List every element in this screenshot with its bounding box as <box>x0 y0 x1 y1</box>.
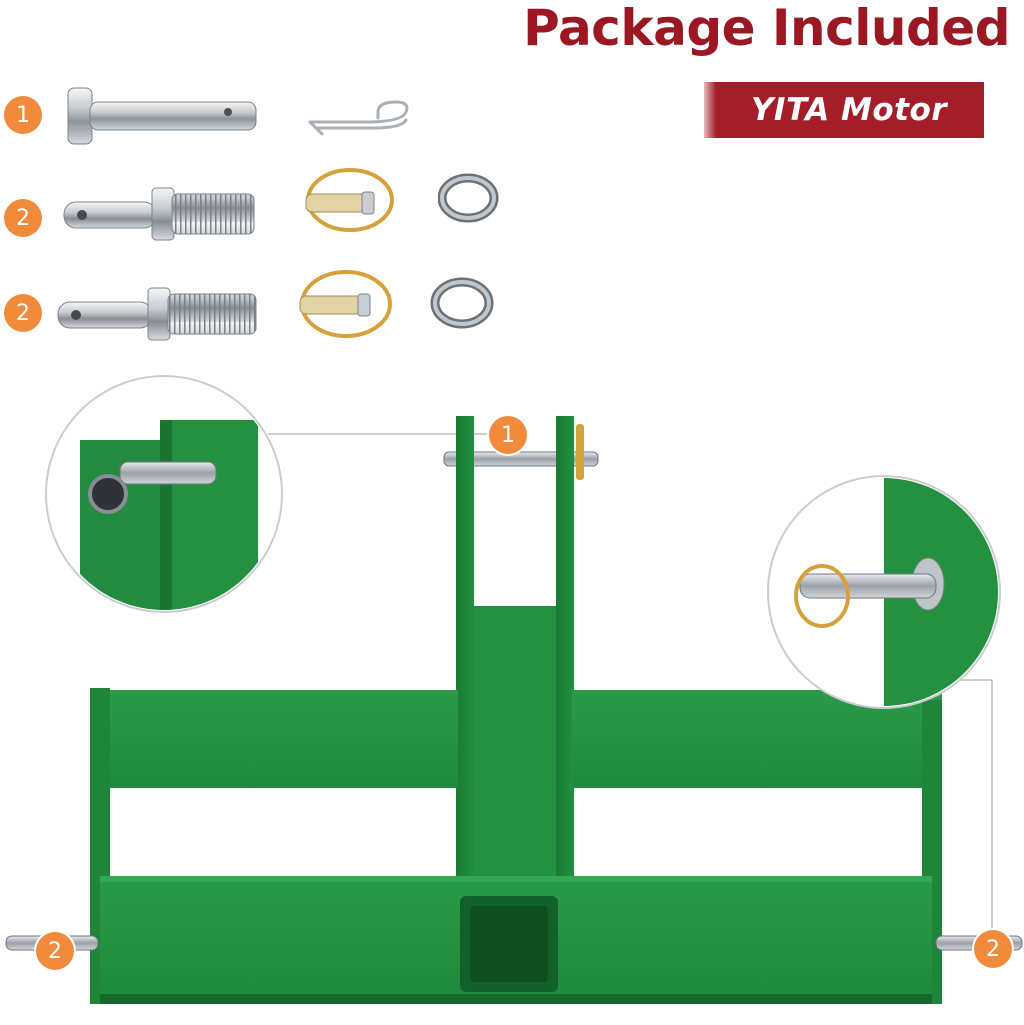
lock-washer-image-row-3 <box>430 277 494 329</box>
linch-pin-image-row-2 <box>305 168 394 232</box>
quantity-badge-row-2: 2 <box>4 199 42 237</box>
quantity-badge-row-3: 2 <box>4 294 42 332</box>
brand-name: YITA Motor <box>750 92 948 128</box>
page-title: Package Included <box>523 0 1010 57</box>
quantity-badge-row-1: 1 <box>4 96 42 134</box>
callout-badge-right-pin: 2 <box>974 930 1012 968</box>
clevis-pin-image <box>67 87 257 145</box>
threaded-pin-image-row-3 <box>57 287 257 341</box>
brand-logo: YITA Motor <box>704 82 984 138</box>
linch-pin-image-row-3 <box>299 270 392 338</box>
callout-badge-left-pin: 2 <box>36 932 74 970</box>
hitch-pin-clip-image <box>308 100 409 136</box>
threaded-pin-image-row-2 <box>63 187 255 241</box>
lock-washer-image-row-2 <box>438 173 499 223</box>
callout-badge-top-pin: 1 <box>489 416 527 454</box>
